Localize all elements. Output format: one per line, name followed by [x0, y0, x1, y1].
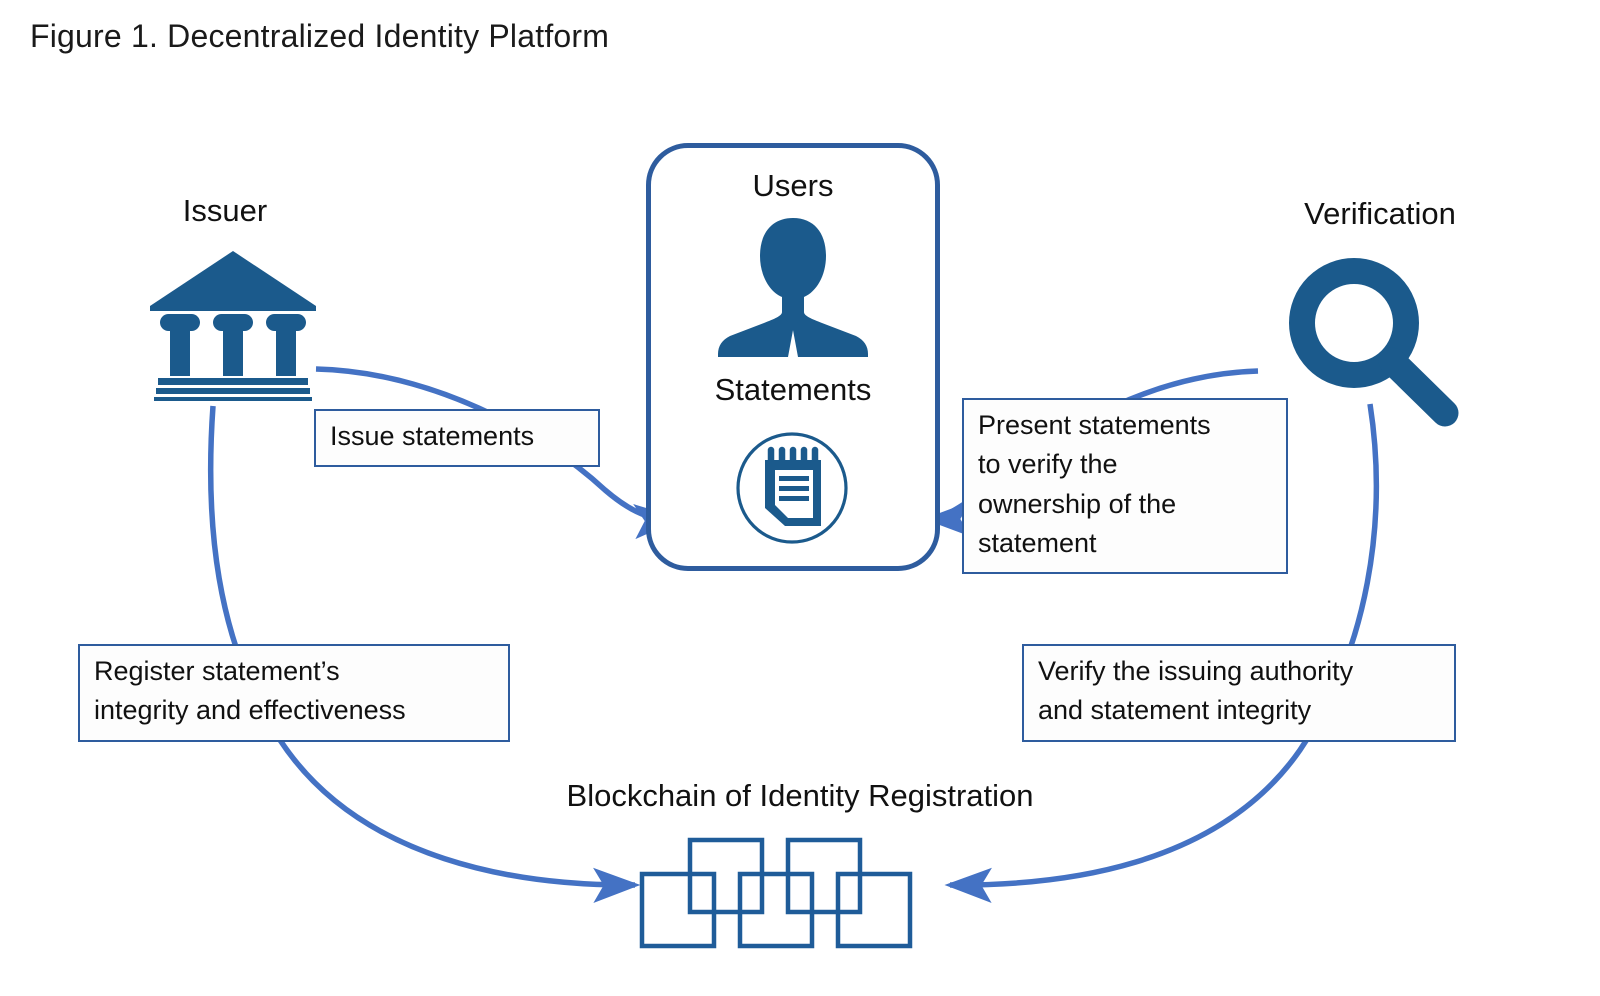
users-label: Users [752, 168, 834, 203]
figure-title: Figure 1. Decentralized Identity Platfor… [30, 18, 610, 54]
callout-line: Verify the issuing authority [1038, 656, 1354, 686]
notepad-circle-icon [736, 432, 848, 544]
callout-line: integrity and effectiveness [94, 695, 406, 726]
person-silhouette-icon [718, 218, 868, 357]
callout-line: and statement integrity [1038, 695, 1312, 726]
issuer-label: Issuer [182, 193, 268, 228]
callout-verify-authority: Verify the issuing authority and stateme… [1022, 644, 1456, 742]
callout-line: ownership of the [978, 488, 1177, 519]
callout-line: Issue statements [330, 421, 535, 451]
chain-blocks-icon [639, 837, 913, 949]
bank-building-icon [150, 251, 316, 401]
callout-line: to verify the [978, 449, 1118, 480]
callout-present-statements: Present statements to verify the ownersh… [962, 398, 1288, 574]
users-person-icon-wrap [712, 216, 874, 358]
callout-line: statement [978, 528, 1097, 559]
callout-issue-statements: Issue statements [314, 409, 600, 467]
magnifying-glass-icon [1289, 258, 1459, 427]
statements-label: Statements [714, 372, 872, 407]
statements-notepad-icon-wrap [733, 432, 851, 544]
blockchain-label: Blockchain of Identity Registration [566, 778, 1034, 813]
blockchain-blocks-icon-wrap [639, 837, 940, 949]
verification-search-icon-wrap [1282, 253, 1468, 431]
callout-line: Present statements [978, 410, 1211, 440]
callout-register-statement: Register statement’s integrity and effec… [78, 644, 510, 742]
callout-line: Register statement’s [94, 656, 340, 686]
issuer-bank-icon-wrap [148, 248, 318, 408]
arrow-verification-to-blockchain [944, 403, 1379, 903]
verification-label: Verification [1304, 196, 1456, 231]
